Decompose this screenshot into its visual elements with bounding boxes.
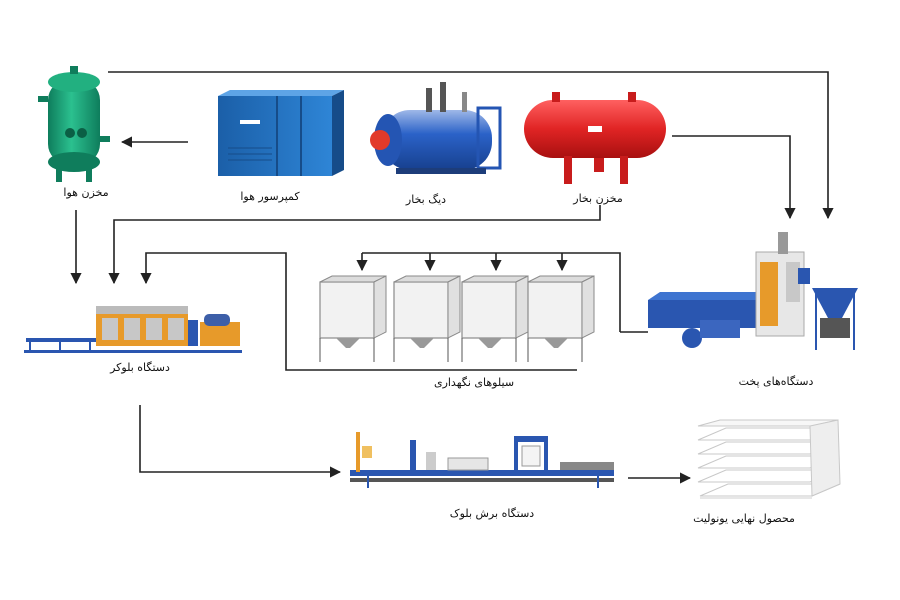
block-cutter-icon xyxy=(350,432,614,488)
air-tank-icon xyxy=(38,66,110,182)
steam-boiler-icon xyxy=(370,82,502,174)
label-block-molder: دستگاه بلوکر xyxy=(109,361,170,374)
flow-arrows xyxy=(70,71,834,484)
arrow-steam-to-molder xyxy=(108,205,601,285)
label-air-tank: مخزن هوا xyxy=(63,186,108,199)
silo-output-line xyxy=(140,252,577,371)
silo-feed-bus xyxy=(362,252,621,332)
steam-tank-icon xyxy=(524,92,666,184)
pre-expander-icon xyxy=(648,232,858,350)
label-compressor: کمپرسور هوا xyxy=(240,190,300,203)
silo-3-icon xyxy=(461,275,529,362)
label-steam-tank: مخزن بخار xyxy=(572,192,623,205)
label-final-product: محصول نهایی یونولیت xyxy=(693,512,795,525)
label-silos: سیلوهای نگهداری xyxy=(434,376,514,389)
foam-sheets-stack-icon xyxy=(697,419,841,499)
label-pre-expander: دستگاه‌های پخت xyxy=(739,375,814,388)
arrow-steam-to-expander xyxy=(672,135,796,220)
arrow-air-to-expander xyxy=(108,71,834,220)
arrow-molder-to-cutter xyxy=(139,405,342,478)
labels: مخزن هوا کمپرسور هوا دیگ بخار مخزن بخار … xyxy=(63,186,813,525)
storage-silos xyxy=(319,275,595,362)
silo-1-icon xyxy=(319,275,387,362)
label-block-cutter: دستگاه برش بلوک xyxy=(450,507,535,520)
air-compressor-icon xyxy=(218,90,344,176)
block-molder-icon xyxy=(24,306,242,353)
label-boiler: دیگ بخار xyxy=(405,193,446,206)
silo-2-icon xyxy=(393,275,461,362)
silo-4-icon xyxy=(527,275,595,362)
